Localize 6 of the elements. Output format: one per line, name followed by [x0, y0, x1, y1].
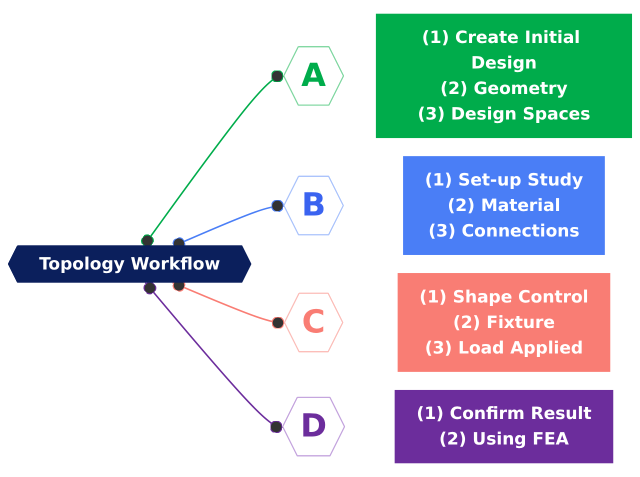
node-box: (1) Set-up Study (2) Material (3) Connections	[403, 156, 605, 255]
connector	[141, 70, 284, 248]
node-box: (1) Confirm Result (2) Using FEA	[394, 390, 614, 464]
node-box: (1) Create Initial Design (2) Geometry (3) Design Spaces	[376, 14, 632, 138]
connector	[144, 282, 284, 434]
node-box: (1) Shape Control (2) Fixture (3) Load Applied	[398, 273, 610, 372]
